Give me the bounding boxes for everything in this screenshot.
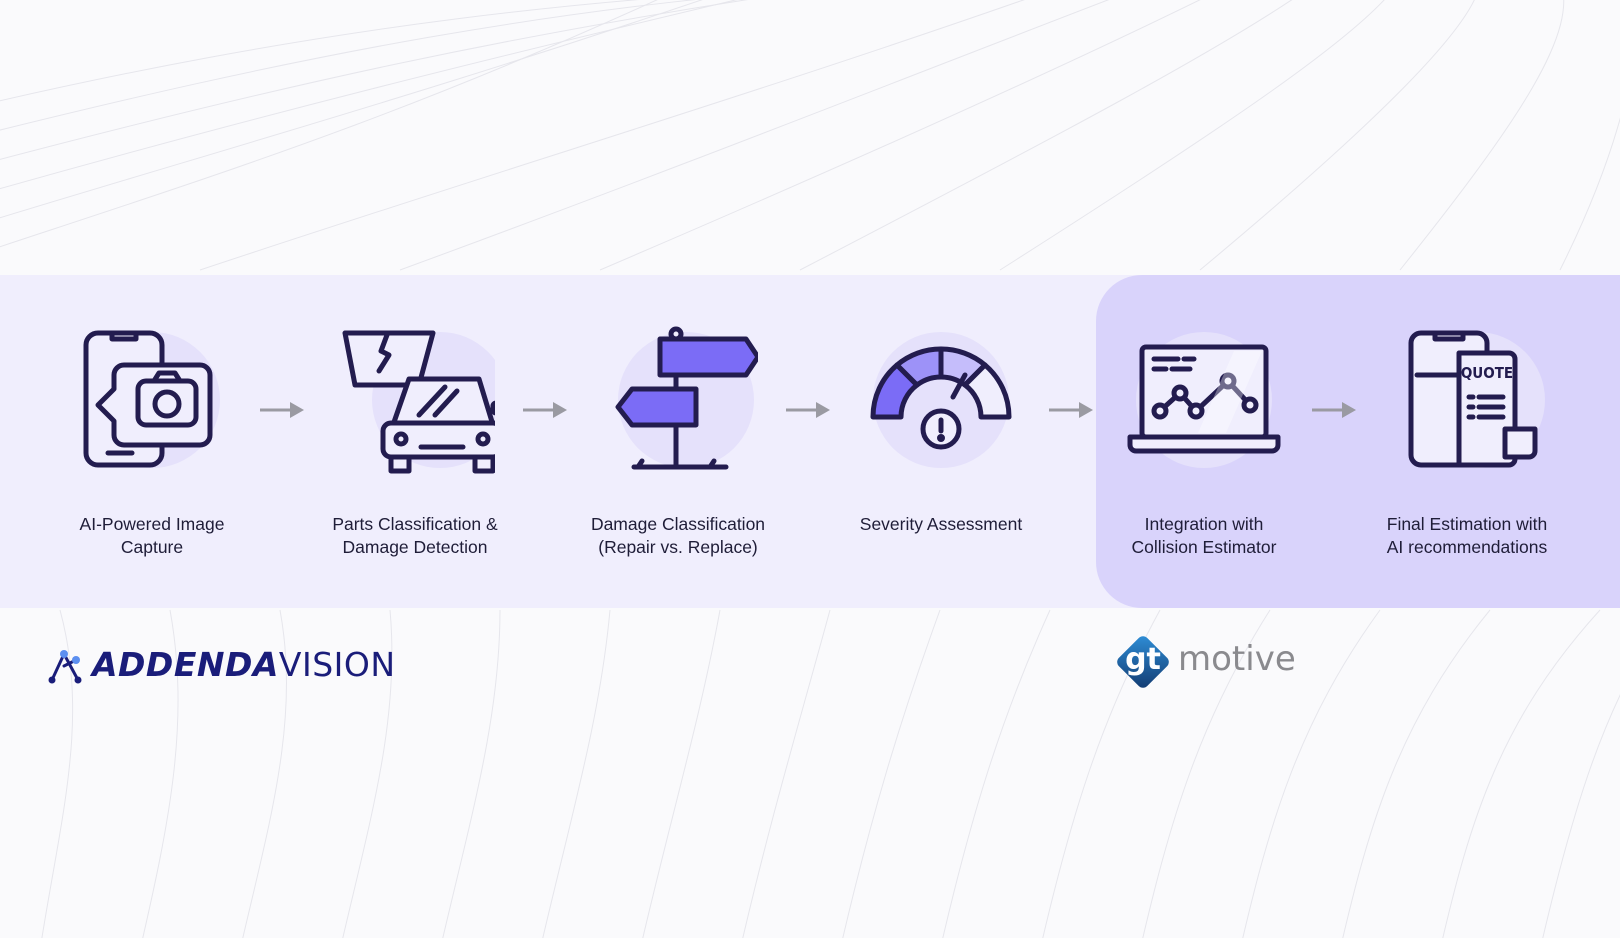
- arrow-right-icon: [1310, 398, 1358, 422]
- step-severity-assessment: Severity Assessment: [826, 275, 1056, 608]
- laptop-chart-icon: [1124, 325, 1284, 475]
- step-label: Damage Classification (Repair vs. Replac…: [590, 514, 766, 557]
- arrow-right-icon: [258, 398, 306, 422]
- gauge-warning-icon: [861, 325, 1021, 475]
- gtmotive-logo: gt motive: [1112, 630, 1296, 694]
- gt-diamond-icon: gt: [1112, 631, 1174, 693]
- step-label: AI-Powered Image Capture: [79, 514, 225, 557]
- step-parts-classification: Parts Classification & Damage Detection: [300, 275, 530, 608]
- arrow-right-icon: [521, 398, 569, 422]
- addendavision-wordmark: ADDENDAVISION: [92, 645, 396, 684]
- step-label: Final Estimation with AI recommendations: [1386, 514, 1548, 557]
- step-label: Parts Classification & Damage Detection: [332, 514, 498, 557]
- signpost-icon: [598, 325, 758, 475]
- addendavision-logo: ADDENDAVISION: [46, 645, 396, 685]
- gt-text: gt: [1125, 642, 1161, 677]
- motive-text: motive: [1178, 639, 1296, 679]
- arrow-right-icon: [1047, 398, 1095, 422]
- arrow-right-icon: [784, 398, 832, 422]
- step-integration: Integration with Collision Estimator: [1089, 275, 1319, 608]
- step-label: Integration with Collision Estimator: [1131, 514, 1277, 557]
- step-label: Severity Assessment: [859, 514, 1023, 534]
- car-broken-windshield-icon: [335, 325, 495, 475]
- step-damage-classification: Damage Classification (Repair vs. Replac…: [563, 275, 793, 608]
- smartphone-camera-icon: [72, 325, 232, 475]
- step-image-capture: AI-Powered Image Capture: [37, 275, 267, 608]
- step-final-estimation: QUOTE Final Estimation with AI recommend…: [1352, 275, 1582, 608]
- phone-quote-icon: QUOTE: [1387, 325, 1547, 475]
- addenda-mark-icon: [48, 650, 82, 684]
- quote-text: QUOTE: [1461, 364, 1513, 382]
